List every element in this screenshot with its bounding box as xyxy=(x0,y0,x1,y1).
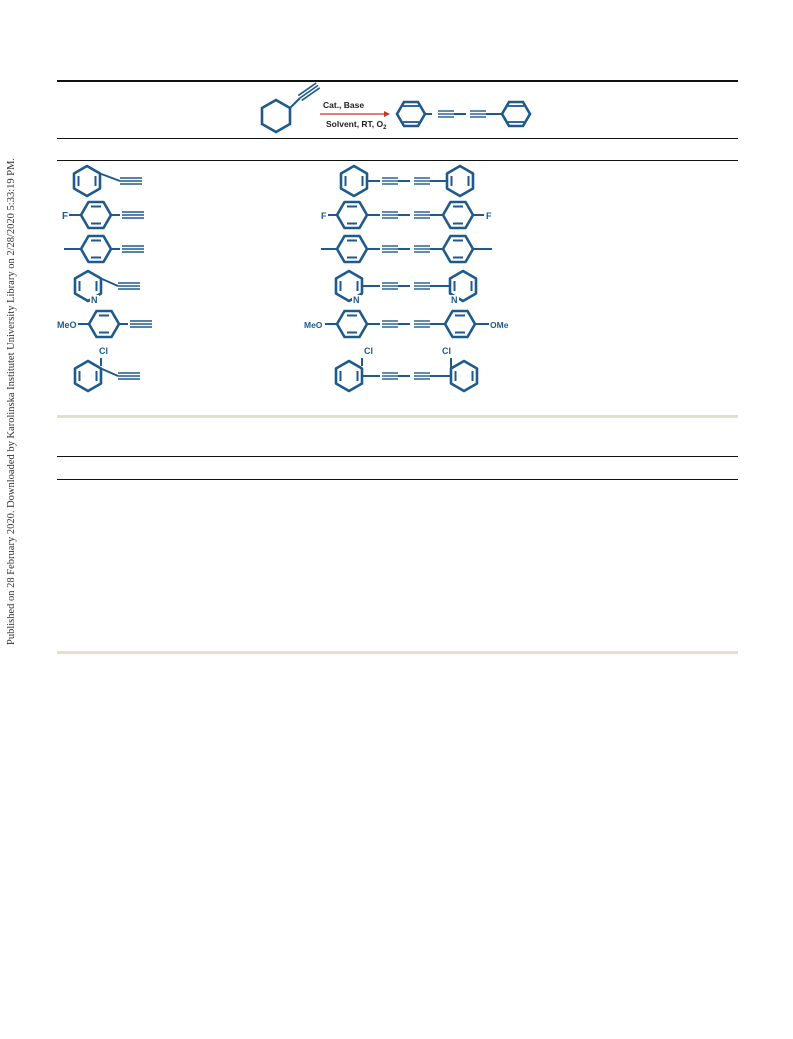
svg-text:F: F xyxy=(321,211,327,221)
product-bis-chlorophenyl-diyne: Cl Cl xyxy=(334,346,479,393)
svg-text:Cl: Cl xyxy=(442,346,451,356)
substrate-ethynylpyridine: N xyxy=(73,269,141,305)
svg-text:N: N xyxy=(91,295,98,305)
table2-header-rule xyxy=(57,479,738,481)
substrate-fluorophenylacetylene: F xyxy=(62,200,145,230)
table-top-rule xyxy=(57,80,738,82)
table2-top-rule xyxy=(57,456,738,458)
conditions-bottom: Solvent, RT, O2 xyxy=(326,119,387,131)
svg-text:MeO: MeO xyxy=(57,320,77,330)
substrate-methoxyphenylacetylene: MeO xyxy=(57,309,153,339)
product-dipyridyl-diyne: N N xyxy=(334,269,478,305)
conditions-top: Cat., Base xyxy=(323,100,364,110)
reaction-scheme: Cat., Base Solvent, RT, O2 F xyxy=(57,82,532,393)
svg-text:Cl: Cl xyxy=(364,346,373,356)
svg-text:N: N xyxy=(451,295,458,305)
product-bis-methoxyphenyl-diyne: MeO OMe xyxy=(304,309,509,339)
substrate-tolylacetylene xyxy=(64,234,145,264)
reaction-header: Cat., Base Solvent, RT, O2 xyxy=(260,82,532,134)
cyclohexyl-acetylene-reactant xyxy=(260,82,321,134)
substrate-chlorophenylacetylene: Cl xyxy=(73,346,141,393)
header-bottom-rule xyxy=(57,160,738,162)
arrowhead-icon xyxy=(384,111,390,117)
svg-text:N: N xyxy=(353,295,360,305)
substrate-phenylacetylene xyxy=(72,164,143,198)
product-diphenyl-diyne xyxy=(339,164,475,198)
product-ditolyl-diyne xyxy=(321,234,492,264)
table2-end-rule xyxy=(57,651,738,654)
svg-text:Cl: Cl xyxy=(99,346,108,356)
svg-text:F: F xyxy=(486,211,492,221)
scheme-bottom-rule xyxy=(57,138,738,140)
svg-text:MeO: MeO xyxy=(304,320,323,330)
svg-text:OMe: OMe xyxy=(490,320,509,330)
table-end-rule xyxy=(57,415,738,418)
svg-text:F: F xyxy=(62,211,68,222)
diyne-product xyxy=(395,100,532,128)
product-bis-fluorophenyl-diyne: F F xyxy=(321,200,492,230)
